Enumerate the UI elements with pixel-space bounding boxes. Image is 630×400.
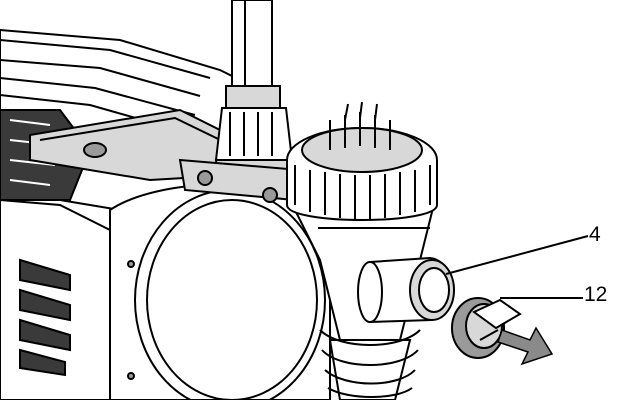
callout-label-12: 12 (584, 283, 608, 306)
inlet-pipe (214, 0, 294, 181)
callout-label-4: 4 (589, 223, 601, 246)
filter-bowl (319, 329, 421, 400)
removal-arrow (497, 326, 554, 366)
leader-lines (445, 235, 589, 299)
outlet-port (357, 256, 455, 324)
leader-line-4 (445, 235, 589, 275)
drain-plug (451, 297, 522, 359)
clamp-band (178, 158, 302, 203)
